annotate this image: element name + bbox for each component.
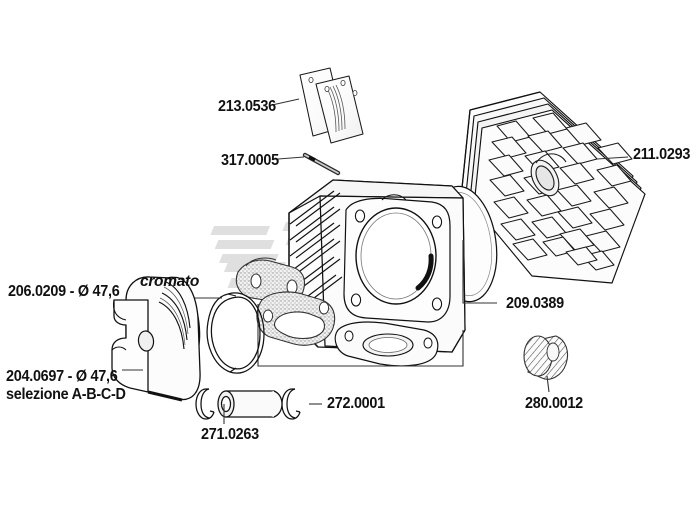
leader-211-0293 xyxy=(596,156,629,160)
leader-213-0536 xyxy=(271,98,300,106)
part-gasket-lower xyxy=(256,291,336,346)
part-dowel-pin xyxy=(302,152,341,176)
part-circlip-left xyxy=(195,388,215,420)
leader-280-0012 xyxy=(546,375,550,393)
leader-209-0389 xyxy=(257,240,497,367)
part-rubber-bush xyxy=(523,335,569,380)
label-204-0697-note: selezione A-B-C-D xyxy=(6,386,126,403)
label-206-0209: 206.0209 - Ø 47,6 xyxy=(8,283,120,300)
label-209-0389: 209.0389 xyxy=(506,295,564,312)
label-211-0293: 211.0293 xyxy=(633,146,691,163)
label-271-0263: 271.0263 xyxy=(201,426,259,443)
part-cylinder-head xyxy=(461,91,646,284)
part-reed-valve-petals xyxy=(299,67,364,144)
part-circlip-right xyxy=(281,388,301,420)
part-piston xyxy=(111,276,201,402)
label-204-0697: 204.0697 - Ø 47,6 xyxy=(6,368,118,385)
label-317-0005: 317.0005 xyxy=(221,152,279,169)
leader-317-0005 xyxy=(277,156,305,160)
part-piston-pin xyxy=(217,390,283,418)
label-213-0536: 213.0536 xyxy=(218,98,276,115)
label-280-0012: 280.0012 xyxy=(525,395,583,412)
label-cromato: cromato xyxy=(140,273,200,290)
label-272-0001: 272.0001 xyxy=(327,395,385,412)
part-piston-ring xyxy=(206,292,265,374)
